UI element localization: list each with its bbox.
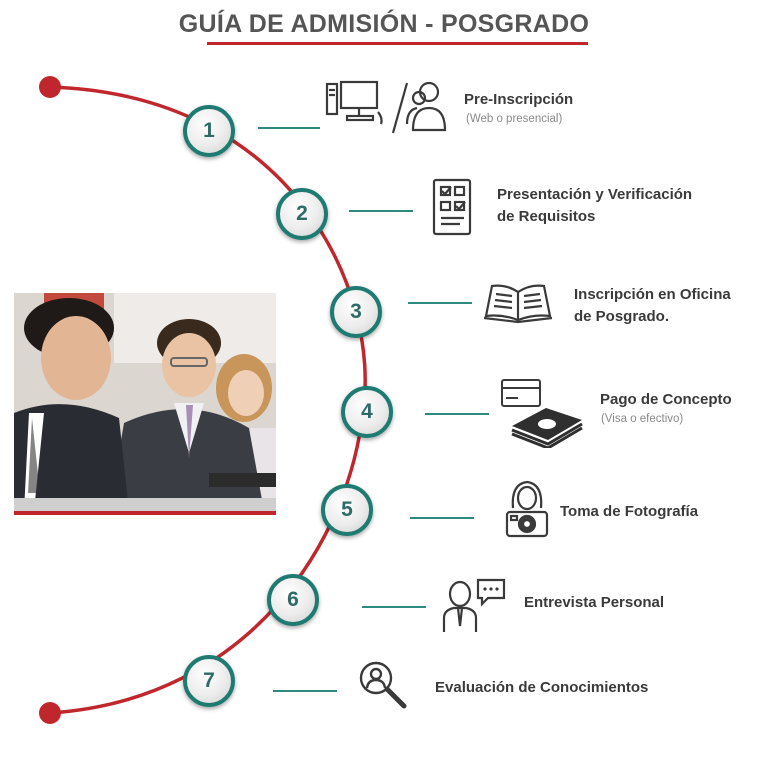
step-1-connector <box>258 127 320 129</box>
step-1-number: 1 <box>183 105 235 157</box>
step-3-connector <box>408 302 472 304</box>
step-1-subtitle: (Web o presencial) <box>466 113 563 125</box>
title-underline <box>207 42 588 45</box>
step-7-title: Evaluación de Conocimientos <box>435 679 649 696</box>
students-photo <box>14 293 276 515</box>
step-6-title: Entrevista Personal <box>524 594 665 611</box>
step-3-title-line2: de Posgrado. <box>574 308 670 325</box>
step-5-number: 5 <box>321 484 373 536</box>
page-title: GUÍA DE ADMISIÓN - POSGRADO <box>178 10 590 38</box>
arc-start-dot <box>39 76 61 98</box>
step-4-title: Pago de Concepto <box>600 391 732 408</box>
step-2-title-line2: de Requisitos <box>497 208 596 225</box>
step-4-subtitle: (Visa o efectivo) <box>601 413 684 425</box>
photo-camera-icon <box>505 480 549 538</box>
step-3-title: Inscripción en Oficina <box>574 286 731 303</box>
card-cash-icon <box>501 379 583 448</box>
step-4-number: 4 <box>341 386 393 438</box>
step-1-title: Pre-Inscripción <box>464 91 574 108</box>
step-6-connector <box>362 606 426 608</box>
arc-end-dot <box>39 702 61 724</box>
step-2-number: 2 <box>276 188 328 240</box>
step-5-connector <box>410 517 474 519</box>
step-4-connector <box>425 413 489 415</box>
step-5-title: Toma de Fotografía <box>560 503 699 520</box>
step-6-number: 6 <box>267 574 319 626</box>
step-7-connector <box>273 690 337 692</box>
magnifier-person-icon <box>359 661 407 709</box>
computer-user-icon <box>325 80 447 134</box>
open-book-icon <box>483 284 553 324</box>
checklist-icon <box>432 178 472 236</box>
step-2-connector <box>349 210 413 212</box>
step-3-number: 3 <box>330 286 382 338</box>
interview-icon <box>442 578 506 632</box>
step-7-number: 7 <box>183 655 235 707</box>
step-2-title: Presentación y Verificación <box>497 186 693 203</box>
